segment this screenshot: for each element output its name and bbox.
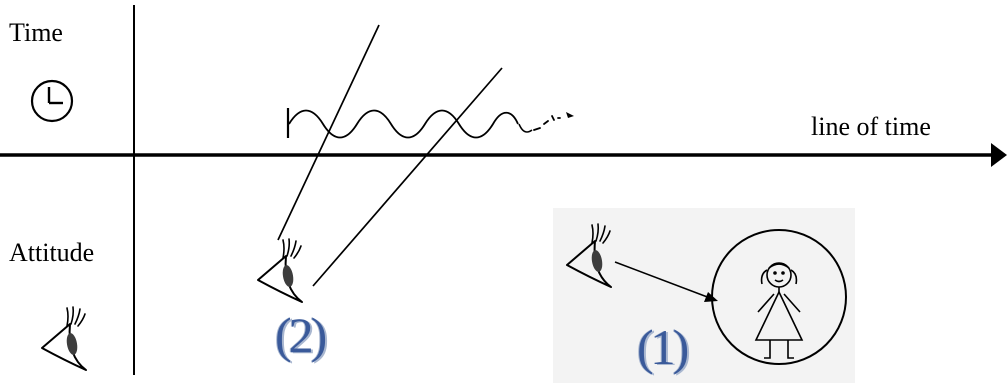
eye-icon-observer: [258, 239, 302, 302]
sight-line-lower: [313, 68, 502, 286]
wave-line: [288, 108, 574, 138]
marker-2-label: (2): [275, 310, 324, 360]
line-of-time-label: line of time: [811, 114, 931, 140]
time-label: Time: [9, 20, 63, 46]
time-axis-arrowhead: [991, 143, 1007, 167]
eye-icon-attitude: [42, 307, 86, 370]
sight-line-upper: [278, 25, 379, 240]
attitude-label: Attitude: [9, 240, 94, 266]
clock-icon: [32, 81, 72, 121]
marker-1-label: (1): [637, 322, 686, 372]
